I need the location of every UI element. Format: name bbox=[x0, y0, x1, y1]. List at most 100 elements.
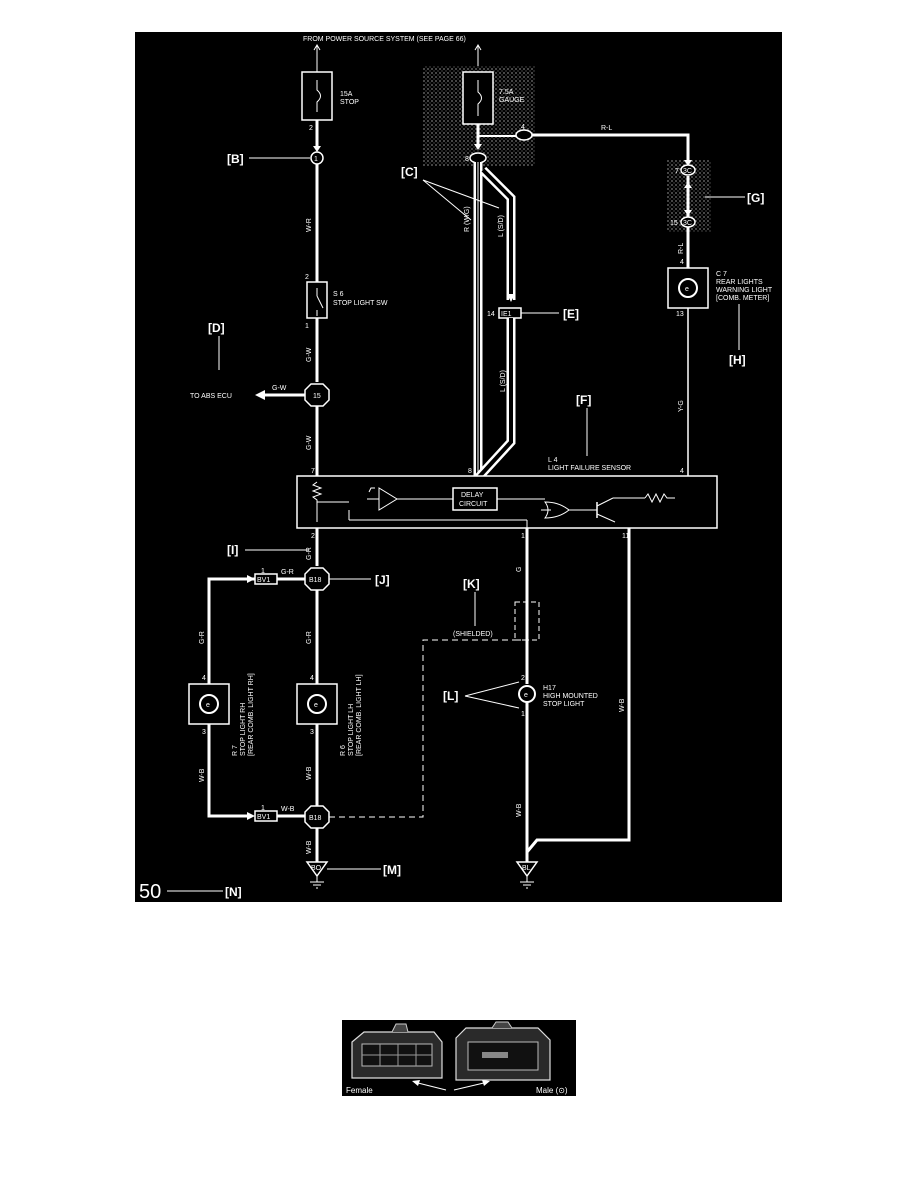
wiring-diagram: FROM POWER SOURCE SYSTEM (SEE PAGE 66) 1… bbox=[135, 32, 782, 902]
svg-text:2: 2 bbox=[309, 125, 313, 132]
svg-text:G-W: G-W bbox=[306, 435, 313, 450]
svg-text:15: 15 bbox=[313, 393, 321, 400]
svg-text:G-W: G-W bbox=[272, 385, 287, 392]
svg-text:G: G bbox=[516, 567, 523, 572]
svg-text:4: 4 bbox=[680, 259, 684, 266]
svg-text:HIGH MOUNTED: HIGH MOUNTED bbox=[543, 693, 598, 700]
svg-text:STOP LIGHT LH: STOP LIGHT LH bbox=[348, 704, 355, 756]
svg-text:8: 8 bbox=[468, 468, 472, 475]
svg-text:7.5A: 7.5A bbox=[499, 89, 514, 96]
svg-text:1: 1 bbox=[261, 568, 265, 575]
stop-light-rh: 4 e 3 R 7 STOP LIGHT RH [REAR COMB. LIGH… bbox=[188, 673, 255, 756]
svg-text:14: 14 bbox=[487, 311, 495, 318]
svg-text:WARNING LIGHT: WARNING LIGHT bbox=[716, 287, 773, 294]
svg-text:e: e bbox=[685, 286, 689, 293]
svg-text:3C: 3C bbox=[683, 220, 692, 227]
female-connector bbox=[351, 1023, 443, 1079]
svg-text:W-B: W-B bbox=[306, 840, 313, 854]
svg-text:W-B: W-B bbox=[281, 806, 295, 813]
svg-text:1: 1 bbox=[261, 805, 265, 812]
stop-light-lh: 4 e 3 R 6 STOP LIGHT LH [REAR COMB. LIGH… bbox=[296, 674, 363, 756]
svg-text:e: e bbox=[524, 692, 528, 699]
svg-text:DELAY: DELAY bbox=[461, 492, 484, 499]
svg-text:15A: 15A bbox=[340, 91, 353, 98]
connector-photo: Female Male (⊙) bbox=[342, 1020, 576, 1096]
svg-text:H17: H17 bbox=[543, 685, 556, 692]
male-connector bbox=[455, 1021, 551, 1081]
junction-b18-lower bbox=[304, 805, 330, 829]
svg-text:1: 1 bbox=[314, 156, 318, 163]
rear-lights-warning-light: e 4 13 C 7 REAR LIGHTS WARNING LIGHT [CO… bbox=[667, 259, 773, 318]
ref-l: [L] bbox=[443, 689, 458, 703]
connector-ib-8 bbox=[469, 152, 487, 164]
female-label: Female bbox=[346, 1086, 373, 1095]
svg-text:[REAR COMB. LIGHT LH]: [REAR COMB. LIGHT LH] bbox=[356, 674, 363, 756]
svg-text:STOP LIGHT SW: STOP LIGHT SW bbox=[333, 300, 388, 307]
svg-text:R 6: R 6 bbox=[340, 745, 347, 756]
svg-text:G-R: G-R bbox=[306, 547, 313, 560]
svg-text:3: 3 bbox=[310, 729, 314, 736]
svg-text:2: 2 bbox=[521, 675, 525, 682]
svg-text:STOP LIGHT RH: STOP LIGHT RH bbox=[240, 703, 247, 756]
fuse-stop: 15A STOP 2 bbox=[301, 71, 359, 132]
svg-text:1: 1 bbox=[521, 711, 525, 718]
ground-bl: BL bbox=[515, 861, 539, 889]
ref-g: [G] bbox=[747, 191, 764, 205]
ref-c: [C] bbox=[401, 165, 418, 179]
junction-15 bbox=[304, 383, 330, 407]
page-number: 50 bbox=[139, 881, 161, 902]
svg-text:Y-G: Y-G bbox=[678, 400, 685, 412]
svg-text:C 7: C 7 bbox=[716, 271, 727, 278]
svg-text:L (S/D): L (S/D) bbox=[500, 370, 507, 392]
svg-text:G-R: G-R bbox=[199, 631, 206, 644]
svg-text:GAUGE: GAUGE bbox=[499, 97, 525, 104]
svg-text:B18: B18 bbox=[309, 815, 322, 822]
svg-text:R-L: R-L bbox=[678, 243, 685, 254]
svg-text:e: e bbox=[314, 702, 318, 709]
svg-text:CIRCUIT: CIRCUIT bbox=[459, 501, 488, 508]
svg-text:4: 4 bbox=[521, 124, 525, 131]
svg-text:STOP: STOP bbox=[340, 99, 359, 106]
svg-text:1: 1 bbox=[305, 323, 309, 330]
svg-text:1: 1 bbox=[521, 533, 525, 540]
ref-n: [N] bbox=[225, 885, 242, 899]
ref-i: [I] bbox=[227, 543, 238, 557]
svg-text:[COMB. METER]: [COMB. METER] bbox=[716, 295, 769, 302]
svg-text:3C: 3C bbox=[683, 168, 692, 175]
ref-j: [J] bbox=[375, 573, 390, 587]
to-abs-ecu-label: TO ABS ECU bbox=[190, 393, 232, 400]
fuse-gauge: 7.5A GAUGE bbox=[462, 71, 525, 125]
svg-text:W-B: W-B bbox=[619, 698, 626, 712]
svg-text:e: e bbox=[206, 702, 210, 709]
connector-ib-4 bbox=[515, 129, 533, 141]
male-label: Male (⊙) bbox=[536, 1086, 568, 1095]
svg-text:8: 8 bbox=[465, 156, 469, 163]
svg-text:LIGHT FAILURE SENSOR: LIGHT FAILURE SENSOR bbox=[548, 465, 631, 472]
svg-text:R-L: R-L bbox=[601, 125, 612, 132]
junction-b18-upper bbox=[304, 567, 330, 591]
ref-h: [H] bbox=[729, 353, 746, 367]
svg-text:7: 7 bbox=[675, 168, 679, 175]
svg-text:G-R: G-R bbox=[281, 569, 294, 576]
svg-text:BL: BL bbox=[522, 865, 531, 872]
svg-text:13: 13 bbox=[676, 311, 684, 318]
svg-text:3: 3 bbox=[202, 729, 206, 736]
svg-text:[REAR COMB. LIGHT RH]: [REAR COMB. LIGHT RH] bbox=[248, 673, 255, 756]
connector-3c-7 bbox=[680, 164, 696, 176]
svg-text:BV1: BV1 bbox=[257, 577, 270, 584]
light-failure-sensor: L 4 LIGHT FAILURE SENSOR DELAY CIRCUIT bbox=[296, 457, 718, 529]
svg-text:2: 2 bbox=[305, 274, 309, 281]
svg-text:IE1: IE1 bbox=[501, 311, 512, 318]
svg-text:S 6: S 6 bbox=[333, 291, 344, 298]
svg-text:2: 2 bbox=[311, 533, 315, 540]
ref-k: [K] bbox=[463, 577, 480, 591]
svg-text:7: 7 bbox=[311, 468, 315, 475]
ref-e: [E] bbox=[563, 307, 579, 321]
svg-text:B18: B18 bbox=[309, 577, 322, 584]
ref-d: [D] bbox=[208, 321, 225, 335]
svg-text:4: 4 bbox=[310, 675, 314, 682]
svg-text:W-B: W-B bbox=[306, 766, 313, 780]
svg-text:REAR LIGHTS: REAR LIGHTS bbox=[716, 279, 763, 286]
svg-text:11: 11 bbox=[622, 533, 629, 540]
svg-text:W-B: W-B bbox=[516, 803, 523, 817]
